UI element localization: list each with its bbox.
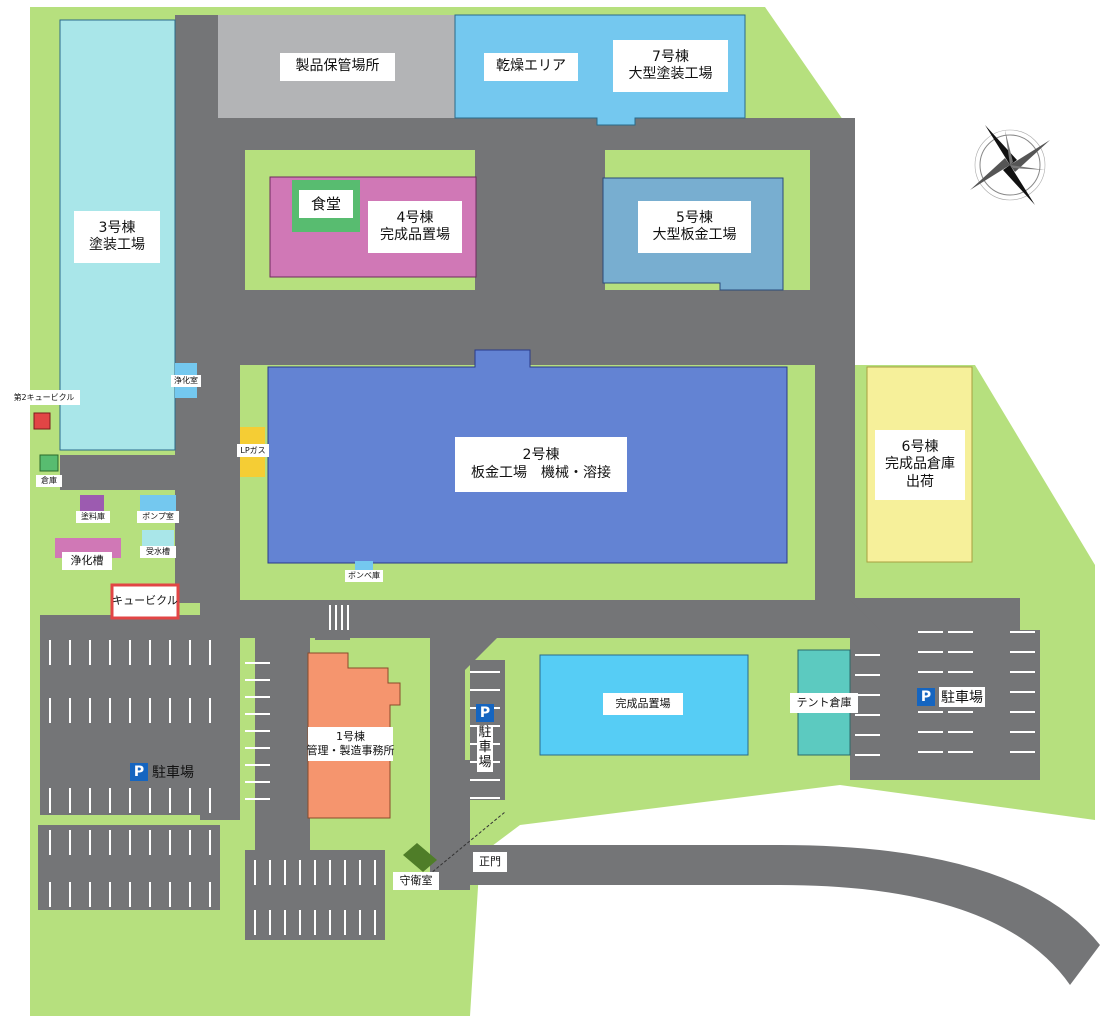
jokaso-label: 浄化槽 [62,552,112,570]
second-cubicle-label: 第2キュービクル [8,390,80,405]
drying-area-label: 乾燥エリア [484,53,578,81]
guardhouse[interactable] [403,843,437,872]
second-cubicle-box[interactable] [33,412,51,430]
building-1-label: 1号棟管理・製造事務所 [307,727,395,761]
bombe-storage[interactable] [355,561,373,571]
toryo-label: 塗料庫 [76,511,110,523]
building-7-label: 7号棟大型塗装工場 [613,40,728,92]
jukaso-label: 受水槽 [140,546,176,558]
lp-gas-label: LPガス [237,444,269,457]
compass-rose-icon: N [970,125,1050,205]
parking-center-label: P 駐 車 場 [474,704,496,772]
gate-line [424,811,506,879]
building-3-label: 3号棟塗装工場 [74,211,160,263]
parking-right-label: P 駐車場 [917,687,985,707]
cubicle-label: キュービクル [112,591,178,611]
building-4-label: 4号棟完成品置場 [368,201,462,253]
main-gate-label: 正門 [473,852,507,872]
parking-left-label: P 駐車場 [130,762,194,782]
building-6-label: 6号棟完成品倉庫出荷 [875,430,965,500]
building-5-label: 5号棟大型板金工場 [638,201,751,253]
jukaso-box[interactable] [142,530,174,548]
soko-box[interactable] [39,454,59,472]
parking-icon: P [476,704,494,722]
canteen-label: 食堂 [299,190,353,218]
tent-warehouse-label: テント倉庫 [790,693,858,713]
pump-box[interactable] [140,495,176,515]
guardhouse-label: 守衛室 [393,872,439,890]
parking-icon: P [917,688,935,706]
parking-icon: P [130,763,148,781]
soko-label: 倉庫 [36,475,62,487]
pump-label: ポンプ室 [137,511,179,523]
storage-label: 製品保管場所 [280,53,395,81]
jokashitsu-label: 浄化室 [171,375,201,387]
bombe-label: ボンベ庫 [345,570,383,582]
toryo-box[interactable] [80,495,104,515]
building-2-label: 2号棟板金工場 機械・溶接 [455,437,627,492]
yard-label: 完成品置場 [603,693,683,715]
